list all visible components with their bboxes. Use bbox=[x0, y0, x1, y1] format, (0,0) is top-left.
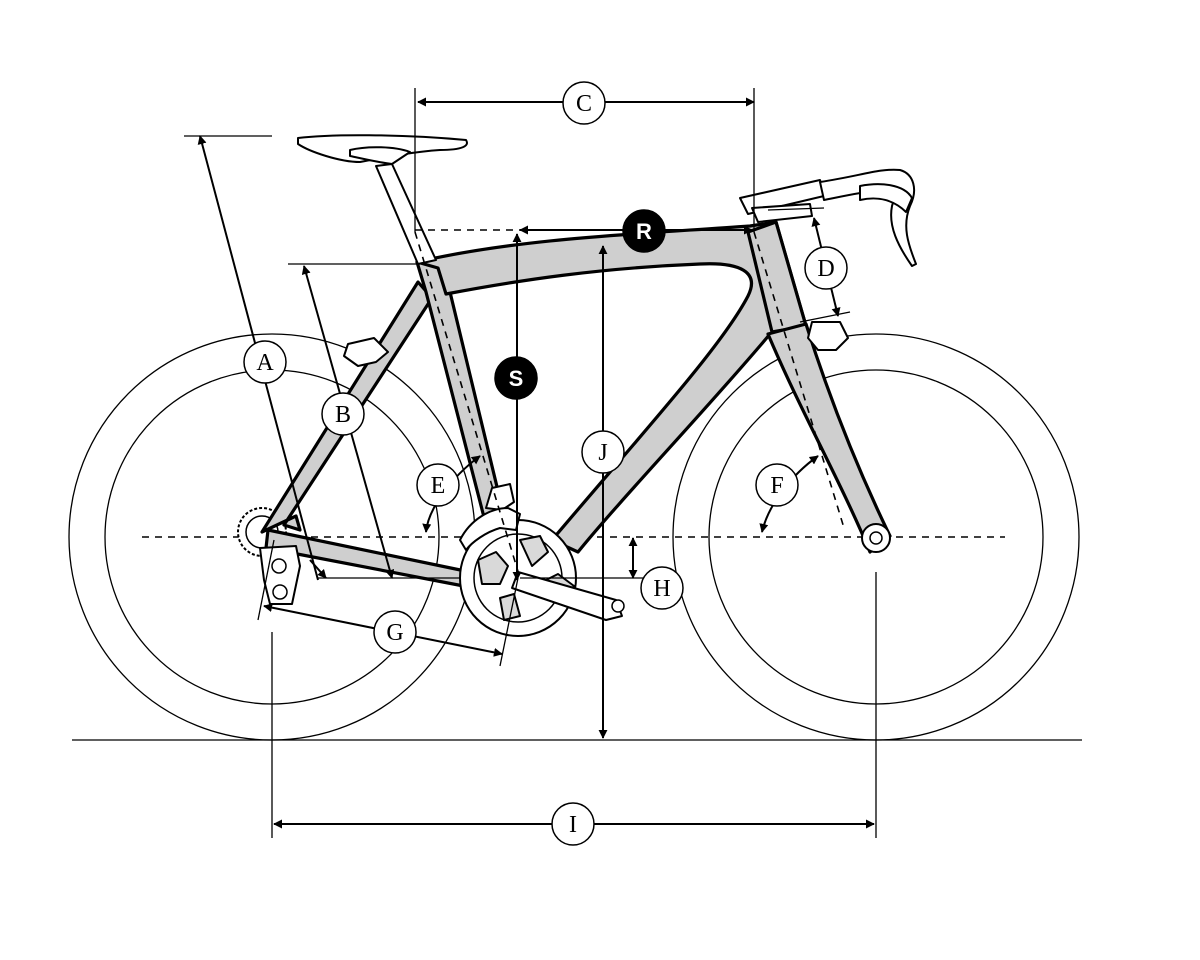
dim-g-ref-right bbox=[499, 577, 519, 667]
svg-text:B: B bbox=[335, 402, 351, 428]
svg-text:E: E bbox=[431, 473, 446, 499]
front-hub bbox=[861, 523, 891, 553]
seat-tube-axis bbox=[414, 231, 521, 579]
dim-g-ref-left bbox=[257, 539, 275, 621]
label-h: H bbox=[640, 566, 684, 610]
stem-and-handlebar bbox=[739, 168, 917, 267]
dim-a-base-arrow bbox=[309, 559, 327, 579]
main-triangle bbox=[415, 220, 808, 554]
fork bbox=[766, 322, 892, 554]
label-r: R bbox=[622, 209, 666, 253]
svg-text:S: S bbox=[509, 366, 524, 391]
svg-text:F: F bbox=[770, 473, 783, 499]
svg-text:D: D bbox=[817, 256, 834, 282]
rear-derailleur bbox=[259, 545, 301, 605]
front-brake bbox=[807, 321, 849, 351]
label-e: E bbox=[416, 463, 460, 507]
label-g: G bbox=[373, 610, 417, 654]
label-b: B bbox=[321, 392, 365, 436]
svg-text:J: J bbox=[598, 440, 607, 466]
label-a: A bbox=[243, 340, 287, 384]
front-derailleur bbox=[485, 483, 515, 511]
svg-text:I: I bbox=[569, 812, 577, 838]
label-d: D bbox=[804, 246, 848, 290]
label-c: C bbox=[562, 81, 606, 125]
label-i: I bbox=[551, 802, 595, 846]
svg-text:C: C bbox=[576, 91, 592, 117]
svg-text:G: G bbox=[386, 620, 403, 646]
label-j: J bbox=[581, 430, 625, 474]
label-s: S bbox=[494, 356, 538, 400]
label-f: F bbox=[755, 463, 799, 507]
dim-d-ref2 bbox=[799, 311, 851, 323]
svg-text:A: A bbox=[256, 350, 274, 376]
saddle-and-seatpost bbox=[297, 134, 468, 265]
svg-text:H: H bbox=[653, 576, 670, 602]
dim-d-ref bbox=[767, 207, 825, 211]
svg-text:R: R bbox=[636, 219, 652, 244]
